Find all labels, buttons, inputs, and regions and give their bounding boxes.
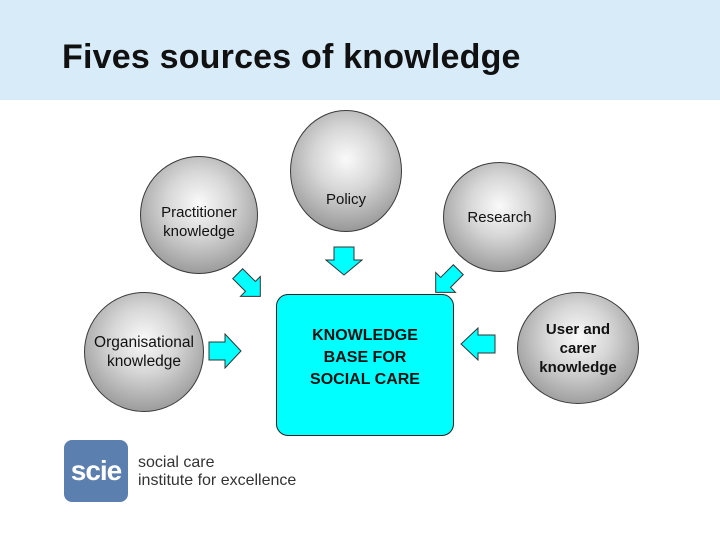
source-label-practitioner: Practitioner knowledge [161, 204, 237, 240]
source-label-research: Research [467, 208, 532, 226]
source-label-policy: Policy [325, 191, 366, 208]
source-label-user-carer: User and carer knowledge [539, 320, 617, 376]
arrow-diagonal-down-left-icon [435, 264, 464, 293]
source-circle-policy: Policy [290, 110, 402, 232]
arrow-right-icon [208, 333, 242, 369]
arrow-diagonal-down-right-icon [232, 268, 261, 297]
logo-text-line2: institute for excellence [138, 472, 297, 489]
scie-logo-mark: scie [64, 440, 128, 502]
scie-logo: scie social care institute for excellenc… [64, 440, 314, 504]
knowledge-base-box: KNOWLEDGE BASE FOR SOCIAL CARE [276, 294, 454, 436]
source-circle-research: Research [443, 162, 556, 272]
arrow-down-icon [325, 246, 363, 276]
source-circle-user-carer: User and carer knowledge [517, 292, 639, 404]
slide-title: Fives sources of knowledge [62, 38, 521, 76]
title-bar [0, 0, 720, 100]
source-circle-organisational: Organisational knowledge [84, 292, 204, 412]
logo-text-line1: social care [138, 454, 215, 471]
knowledge-base-label: KNOWLEDGE BASE FOR SOCIAL CARE [310, 327, 420, 388]
source-circle-practitioner: Practitioner knowledge [140, 156, 258, 274]
source-label-organisational: Organisational knowledge [94, 334, 194, 370]
arrow-left-icon [460, 327, 496, 361]
